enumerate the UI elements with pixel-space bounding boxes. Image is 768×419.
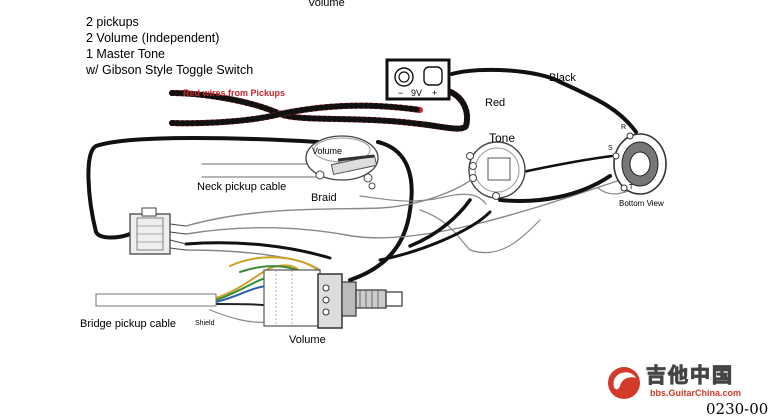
battery-voltage-label: 9V (411, 88, 422, 98)
watermark-logo (608, 367, 640, 399)
black-label: Black (549, 72, 576, 84)
switch-s-label: S (608, 145, 613, 152)
top-volume-label: Volume (308, 0, 345, 9)
bottom-view-label: Bottom View (619, 199, 664, 208)
tone-pot (466, 141, 526, 200)
spec-line-pickups: 2 pickups (86, 15, 139, 29)
bridge-cable-sheath (95, 293, 217, 307)
battery-terminal-minus-icon (394, 67, 414, 87)
bridge-pickup-cable-label: Bridge pickup cable (80, 318, 177, 330)
toggle-switch (612, 132, 667, 195)
neck-volume-label: Volume (312, 146, 343, 156)
battery-9v: − 9V + (385, 58, 451, 101)
bridge-volume-label: Volume (289, 334, 326, 346)
switch-r-label: R (621, 124, 627, 131)
red-wires-label: Red wires from Pickups (183, 88, 286, 98)
switch-t-label: T (629, 184, 634, 191)
shield-label: Shield (195, 320, 215, 327)
document-number: 0230-00 (706, 400, 768, 418)
battery-plus-label: + (432, 88, 437, 98)
tone-label: Tone (489, 131, 516, 145)
bridge-volume-pot (263, 269, 403, 329)
neck-volume-pot (305, 135, 379, 190)
spec-line-volume: 2 Volume (Independent) (86, 31, 220, 45)
battery-terminal-plus-icon (423, 66, 443, 86)
black-wire-battery-switch (450, 67, 638, 134)
watermark-chinese: 吉他中国 (646, 365, 734, 387)
neck-pickup-cable-label: Neck pickup cable (197, 181, 287, 193)
braid-label: Braid (311, 192, 337, 204)
ground-connector (129, 207, 187, 255)
watermark-url: bbs.GuitarChina.com (650, 388, 742, 398)
battery-minus-label: − (398, 88, 403, 98)
black-loop-wire (86, 136, 320, 240)
spec-line-tone: 1 Master Tone (86, 47, 165, 61)
red-label: Red (485, 97, 506, 109)
spec-line-switch: w/ Gibson Style Toggle Switch (86, 63, 254, 77)
